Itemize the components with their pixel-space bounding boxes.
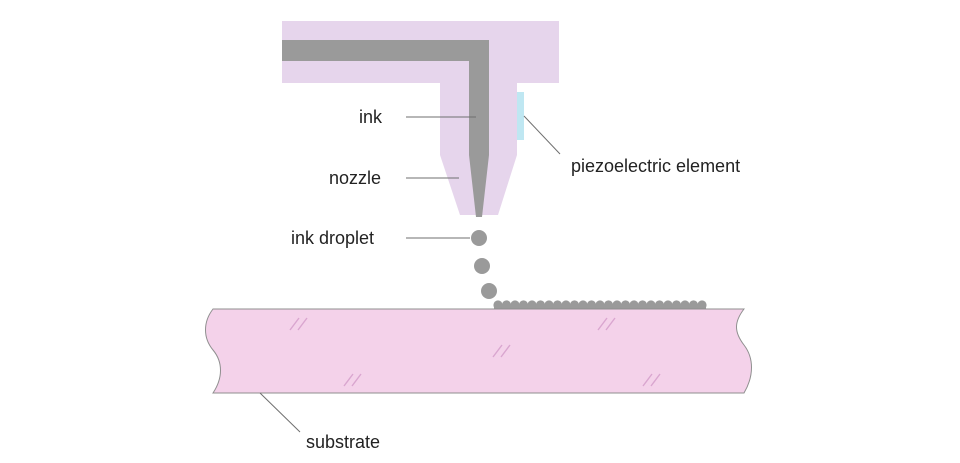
deposited-ink-dot [646, 300, 656, 310]
substrate-slab [205, 308, 752, 394]
substrate [205, 308, 752, 394]
deposited-ink-dot [629, 300, 639, 310]
substrate-hatch-marks [289, 317, 661, 387]
deposited-ink-dot [654, 300, 665, 310]
deposited-ink-dot [518, 300, 529, 310]
ink-droplet [474, 258, 490, 274]
deposited-ink-dot [688, 300, 699, 310]
deposited-ink-dot [501, 300, 512, 310]
substrate-leader [259, 392, 301, 433]
print-head-housing [282, 21, 559, 215]
deposited-ink-dot [671, 300, 682, 310]
deposited-ink-dot [561, 300, 571, 310]
ink-droplets [471, 230, 497, 299]
piezoelectric-element [517, 92, 524, 140]
ink-label: ink [359, 107, 383, 127]
deposited-ink-dot [578, 300, 588, 310]
deposited-ink-dot [620, 300, 631, 310]
deposited-ink-dot [552, 300, 563, 310]
piezoelectric-element-label: piezoelectric element [571, 156, 740, 176]
deposited-ink-dot [535, 300, 546, 310]
deposited-ink-dot [544, 300, 554, 310]
piezoelectric-leader [523, 115, 561, 155]
ink-droplet [481, 283, 497, 299]
print-head [282, 21, 559, 217]
ink-droplet-label: ink droplet [291, 228, 374, 248]
deposited-ink-dot [586, 300, 597, 310]
deposited-ink-dot [637, 300, 648, 310]
deposited-ink-dot [663, 300, 673, 310]
deposited-ink-dot [569, 300, 580, 310]
deposited-ink-dot [595, 300, 605, 310]
deposited-ink-dot [612, 300, 622, 310]
deposited-ink-dot [603, 300, 614, 310]
deposited-ink-dot [510, 300, 520, 310]
nozzle-label: nozzle [329, 168, 381, 188]
ink-droplet [471, 230, 487, 246]
deposited-ink-dot [697, 300, 707, 310]
ink-channel [282, 40, 489, 217]
deposited-ink-layer [493, 300, 707, 310]
deposited-ink-dot [493, 300, 503, 310]
substrate-label: substrate [306, 432, 380, 452]
leader-lines [259, 115, 561, 433]
deposited-ink-dot [680, 300, 690, 310]
deposited-ink-dot [527, 300, 537, 310]
